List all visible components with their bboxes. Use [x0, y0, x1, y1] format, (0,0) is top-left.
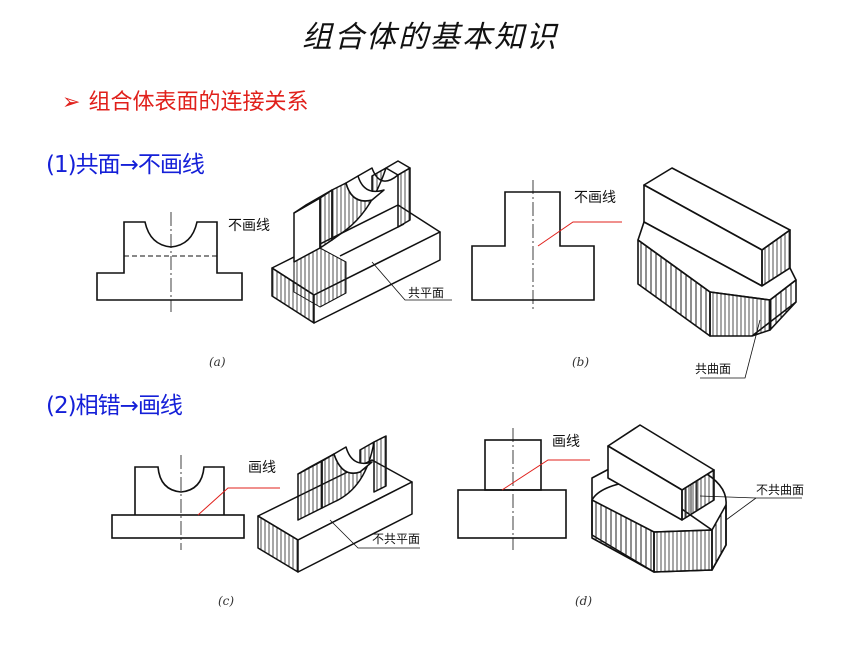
figure-a-isometric	[271, 160, 452, 324]
label-b-no-line: 不画线	[574, 190, 616, 206]
caption-b: (b)	[572, 355, 589, 369]
figure-a-front-view	[96, 212, 243, 312]
leader-d-line	[501, 459, 590, 491]
label-a-no-line: 不画线	[228, 218, 270, 234]
page-title: 组合体的基本知识	[302, 20, 558, 55]
figure-c-isometric	[257, 435, 420, 573]
section-heading-coplanar: (1)共面→不画线	[46, 152, 205, 178]
leader-c-line	[197, 487, 280, 516]
arrow-bullet-icon: ➢	[62, 90, 81, 115]
label-d-not-cocurved: 不共曲面	[756, 483, 804, 497]
caption-c: (c)	[218, 594, 234, 608]
label-d-line: 画线	[552, 434, 580, 450]
leader-b-no-line	[537, 221, 622, 247]
caption-d: (d)	[575, 594, 592, 608]
bullet-text: 组合体表面的连接关系	[88, 90, 309, 115]
label-a-coplanar: 共平面	[408, 286, 444, 300]
caption-a: (a)	[209, 355, 226, 369]
figure-b-isometric	[637, 167, 797, 379]
label-c-line: 画线	[248, 460, 276, 476]
figure-d-front-view	[457, 428, 567, 550]
figure-c-front-view	[111, 455, 245, 550]
bullet-heading: ➢ 组合体表面的连接关系	[62, 84, 308, 116]
label-b-cocurved: 共曲面	[695, 362, 731, 376]
label-c-not-coplanar: 不共平面	[372, 532, 420, 546]
section-heading-offset: (2)相错→画线	[46, 393, 183, 419]
figure-d-isometric	[591, 424, 802, 573]
figure-b-front-view	[471, 180, 595, 312]
